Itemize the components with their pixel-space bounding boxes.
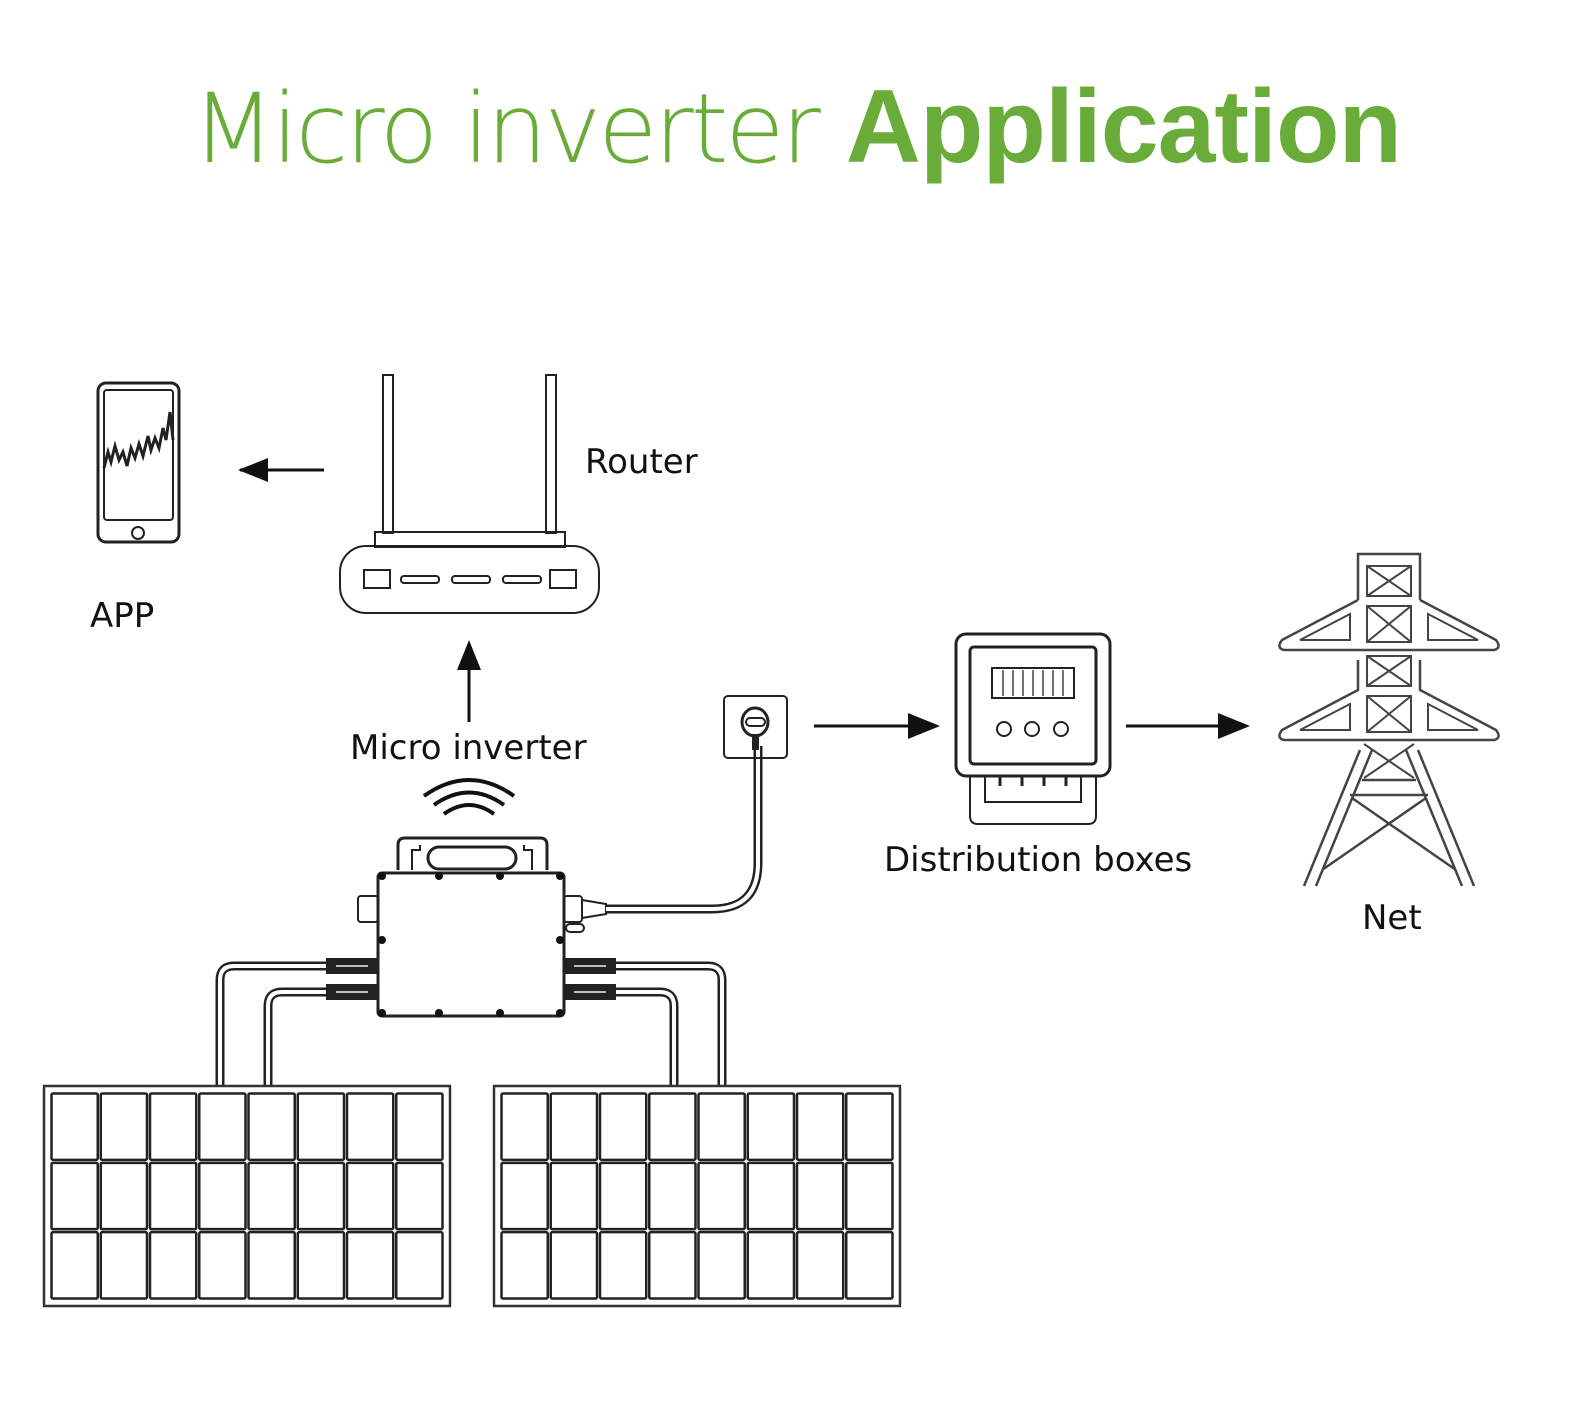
micro-inverter-label: Micro inverter bbox=[350, 728, 587, 768]
solar-cell bbox=[845, 1230, 894, 1300]
solar-cell bbox=[697, 1161, 746, 1231]
electric-meter-icon bbox=[954, 632, 1112, 825]
solar-cell bbox=[395, 1230, 444, 1300]
solar-cell bbox=[795, 1230, 845, 1300]
solar-cell bbox=[648, 1161, 697, 1231]
micro-inverter-icon bbox=[326, 836, 616, 1018]
solar-cell bbox=[395, 1161, 444, 1231]
solar-cell bbox=[99, 1092, 149, 1162]
solar-cell bbox=[198, 1230, 247, 1300]
title-emphasis: Application bbox=[845, 69, 1402, 185]
solar-cell bbox=[99, 1161, 149, 1231]
solar-cell bbox=[345, 1161, 395, 1231]
dc-cables-left bbox=[215, 961, 326, 1087]
solar-cell bbox=[549, 1161, 599, 1231]
solar-panel-frame bbox=[492, 1084, 902, 1308]
solar-cell bbox=[598, 1230, 648, 1300]
solar-cell bbox=[795, 1161, 845, 1231]
wifi-signal-icon bbox=[422, 778, 516, 816]
solar-cell bbox=[296, 1161, 346, 1231]
solar-cell bbox=[746, 1230, 796, 1300]
solar-cell bbox=[395, 1092, 444, 1162]
solar-cell bbox=[845, 1161, 894, 1231]
arrowhead-left bbox=[238, 458, 268, 482]
title-prefix: Micro inverter bbox=[191, 73, 821, 185]
solar-cell bbox=[50, 1161, 99, 1231]
dc-cables-right bbox=[616, 961, 727, 1087]
solar-cell bbox=[148, 1161, 198, 1231]
solar-cell bbox=[247, 1230, 296, 1300]
solar-cell bbox=[148, 1230, 198, 1300]
solar-cell bbox=[500, 1092, 549, 1162]
solar-cell bbox=[345, 1092, 395, 1162]
power-pylon-icon bbox=[1278, 552, 1500, 887]
solar-cell bbox=[845, 1092, 894, 1162]
solar-cell bbox=[500, 1161, 549, 1231]
arrowhead-right-2 bbox=[1218, 713, 1250, 739]
solar-cell bbox=[247, 1161, 296, 1231]
solar-cell bbox=[697, 1092, 746, 1162]
arrowhead-right-1 bbox=[908, 713, 940, 739]
solar-cell bbox=[198, 1092, 247, 1162]
solar-cell bbox=[500, 1230, 549, 1300]
solar-cell bbox=[99, 1230, 149, 1300]
solar-cell bbox=[648, 1230, 697, 1300]
solar-cell bbox=[697, 1230, 746, 1300]
solar-cell bbox=[549, 1092, 599, 1162]
solar-cell bbox=[746, 1092, 796, 1162]
page-title: Micro inverter Application bbox=[0, 62, 1593, 194]
solar-cell bbox=[296, 1092, 346, 1162]
solar-panel-left bbox=[42, 1084, 452, 1308]
ac-cable bbox=[606, 746, 763, 914]
solar-cell bbox=[598, 1161, 648, 1231]
solar-cell bbox=[648, 1092, 697, 1162]
solar-cell bbox=[795, 1092, 845, 1162]
app-label: APP bbox=[90, 596, 155, 636]
solar-cell bbox=[50, 1092, 99, 1162]
distribution-boxes-label: Distribution boxes bbox=[884, 840, 1193, 880]
solar-cell bbox=[148, 1092, 198, 1162]
wall-socket-plug-icon bbox=[723, 695, 788, 759]
net-label: Net bbox=[1362, 898, 1422, 938]
solar-cell bbox=[345, 1230, 395, 1300]
solar-cell bbox=[296, 1230, 346, 1300]
solar-cell bbox=[598, 1092, 648, 1162]
solar-cell bbox=[247, 1092, 296, 1162]
wifi-router-icon bbox=[339, 374, 600, 614]
solar-cell bbox=[549, 1230, 599, 1300]
solar-panel-right bbox=[492, 1084, 902, 1308]
solar-cell bbox=[198, 1161, 247, 1231]
solar-panel-frame bbox=[42, 1084, 452, 1308]
arrowhead-up bbox=[457, 640, 481, 670]
solar-cell bbox=[50, 1230, 99, 1300]
router-label: Router bbox=[585, 442, 698, 482]
smartphone-chart-icon bbox=[96, 381, 181, 544]
solar-cell bbox=[746, 1161, 796, 1231]
